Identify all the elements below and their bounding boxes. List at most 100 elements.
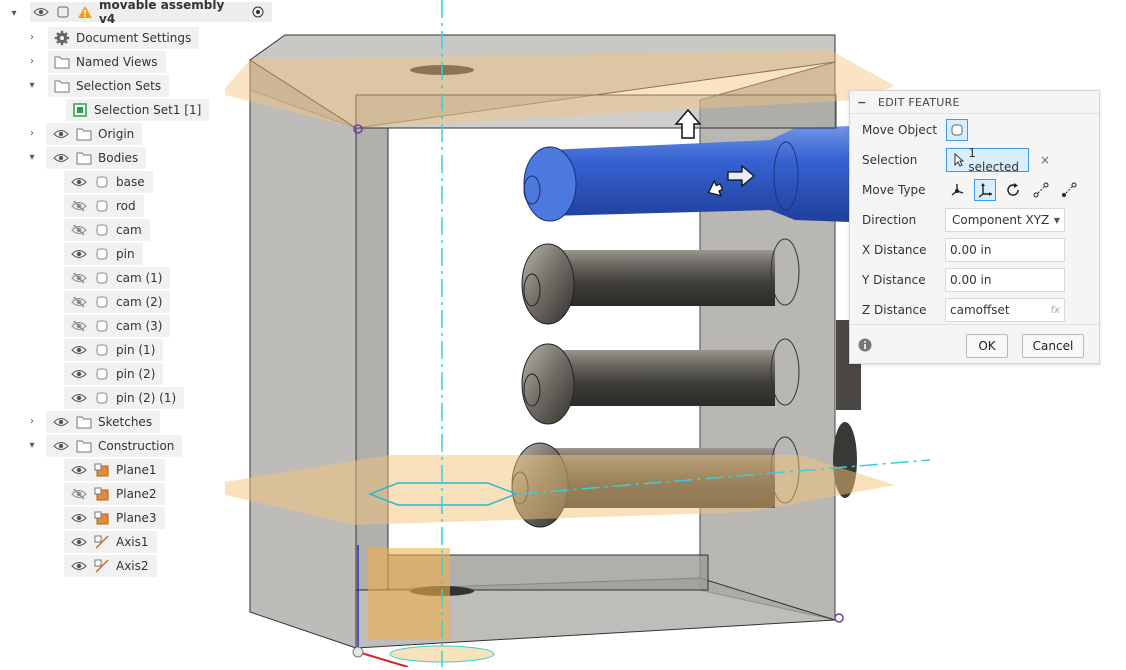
eye-hidden-icon[interactable] [70, 294, 88, 310]
tree-item-body[interactable]: Plane1 [64, 459, 165, 481]
cancel-button[interactable]: Cancel [1022, 334, 1084, 358]
eye-icon[interactable] [52, 126, 70, 142]
body-select-icon[interactable] [946, 119, 968, 141]
eye-hidden-icon[interactable] [70, 486, 88, 502]
tree-item-body[interactable]: Selection Sets [48, 75, 170, 97]
eye-icon[interactable] [70, 510, 88, 526]
tree-item-body[interactable]: Bodies [46, 147, 147, 169]
tree-item[interactable]: Axis1 [0, 530, 320, 553]
eye-icon[interactable] [70, 342, 88, 358]
y-distance-input[interactable]: 0.00 in [945, 268, 1065, 292]
eye-icon[interactable] [70, 558, 88, 574]
point-to-point-icon[interactable] [1030, 179, 1052, 201]
tree-item-body[interactable]: cam (1) [64, 267, 171, 289]
tree-item-body[interactable]: Plane2 [64, 483, 165, 505]
selection-button[interactable]: 1 selected [946, 146, 1029, 174]
chevron-down-icon[interactable]: ▾ [29, 151, 35, 163]
point-to-position-icon[interactable] [1058, 179, 1080, 201]
tree-item[interactable]: cam (3) [0, 314, 320, 337]
rotate-icon[interactable] [1002, 179, 1024, 201]
tree-item[interactable]: cam (1) [0, 266, 320, 289]
translate-xyz-icon[interactable] [974, 179, 996, 201]
tree-item[interactable]: Axis2 [0, 554, 320, 577]
selection-control[interactable]: 1 selected [946, 146, 1029, 174]
tree-item-body[interactable]: Sketches [46, 411, 161, 433]
eye-icon[interactable] [52, 150, 70, 166]
move-object-selector[interactable] [946, 119, 968, 141]
chevron-down-icon[interactable]: ▾ [29, 439, 35, 451]
tree-item[interactable]: › Named Views [0, 50, 320, 73]
tree-item-body[interactable]: rod [64, 195, 144, 217]
eye-icon[interactable] [70, 174, 88, 190]
activate-radio-icon[interactable] [250, 4, 266, 20]
x-distance-input[interactable]: 0.00 in [945, 238, 1065, 262]
tree-item[interactable]: ▾ Bodies [0, 146, 320, 169]
tree-item[interactable]: pin [0, 242, 320, 265]
tree-item[interactable]: ▾ Construction [0, 434, 320, 457]
tree-item[interactable]: Plane3 [0, 506, 320, 529]
tree-item-body[interactable]: Axis1 [64, 531, 157, 553]
tree-item-body[interactable]: Plane3 [64, 507, 165, 529]
chevron-right-icon[interactable]: › [30, 415, 34, 427]
chevron-down-icon[interactable]: ▾ [11, 7, 17, 19]
tree-item[interactable]: › Sketches [0, 410, 320, 433]
tree-item[interactable]: pin (1) [0, 338, 320, 361]
tree-item-body[interactable]: base [64, 171, 153, 193]
collapse-icon[interactable]: − [857, 95, 867, 109]
eye-icon[interactable] [52, 414, 70, 430]
tree-item[interactable]: base [0, 170, 320, 193]
chevron-down-icon[interactable]: ▾ [29, 79, 35, 91]
tree-item[interactable]: › Document Settings [0, 26, 320, 49]
tree-item[interactable]: › Origin [0, 122, 320, 145]
tree-item-body[interactable]: Origin [46, 123, 143, 145]
free-move-icon[interactable] [946, 179, 968, 201]
tree-item-body[interactable]: cam (2) [64, 291, 171, 313]
tree-item[interactable]: rod [0, 194, 320, 217]
eye-icon[interactable] [70, 366, 88, 382]
tree-item-body[interactable]: Axis2 [64, 555, 157, 577]
info-icon[interactable] [858, 338, 872, 355]
eye-icon[interactable] [52, 438, 70, 454]
tree-item[interactable]: Selection Set1 [1] [0, 98, 320, 121]
tree-item-body[interactable]: Selection Set1 [1] [66, 99, 210, 121]
tree-item-body[interactable]: pin (1) [64, 339, 164, 361]
tree-item-body[interactable]: Document Settings [48, 27, 200, 49]
tree-item-body[interactable]: Named Views [48, 51, 166, 73]
eye-hidden-icon[interactable] [70, 222, 88, 238]
tree-item[interactable]: cam [0, 218, 320, 241]
eye-icon[interactable] [70, 462, 88, 478]
direction-dropdown[interactable]: Component XYZ ▼ [945, 208, 1065, 232]
tree-item[interactable]: pin (2) (1) [0, 386, 320, 409]
eye-hidden-icon[interactable] [70, 318, 88, 334]
chevron-right-icon[interactable]: › [30, 31, 34, 43]
tree-item-body[interactable]: cam (3) [64, 315, 171, 337]
z-distance-input[interactable]: camoffset fx [945, 298, 1065, 322]
eye-hidden-icon[interactable] [70, 270, 88, 286]
tree-item[interactable]: Plane1 [0, 458, 320, 481]
eye-icon[interactable] [32, 4, 49, 20]
ok-button[interactable]: OK [966, 334, 1008, 358]
chevron-right-icon[interactable]: › [30, 55, 34, 67]
tree-item[interactable]: pin (2) [0, 362, 320, 385]
eye-icon[interactable] [70, 390, 88, 406]
tree-item-body[interactable]: pin (2) (1) [64, 387, 185, 409]
tree-item-body[interactable]: pin [64, 243, 143, 265]
clear-selection-icon[interactable]: × [1040, 153, 1051, 167]
tree-item[interactable]: Plane2 [0, 482, 320, 505]
tree-item-body[interactable]: Construction [46, 435, 183, 457]
dialog-header[interactable]: − EDIT FEATURE [850, 91, 1099, 114]
fx-icon[interactable]: fx [1050, 304, 1060, 316]
eye-hidden-icon[interactable] [70, 198, 88, 214]
tree-item-body[interactable]: cam [64, 219, 150, 241]
tree-item-body[interactable]: pin (2) [64, 363, 164, 385]
tree-item[interactable]: ▾ Selection Sets [0, 74, 320, 97]
chevron-right-icon[interactable]: › [30, 127, 34, 139]
z-distance-value[interactable]: camoffset [950, 303, 1010, 317]
tree-item[interactable]: cam (2) [0, 290, 320, 313]
eye-icon[interactable] [70, 534, 88, 550]
eye-icon[interactable] [70, 246, 88, 262]
y-distance-value[interactable]: 0.00 in [945, 268, 1065, 292]
x-distance-value[interactable]: 0.00 in [945, 238, 1065, 262]
